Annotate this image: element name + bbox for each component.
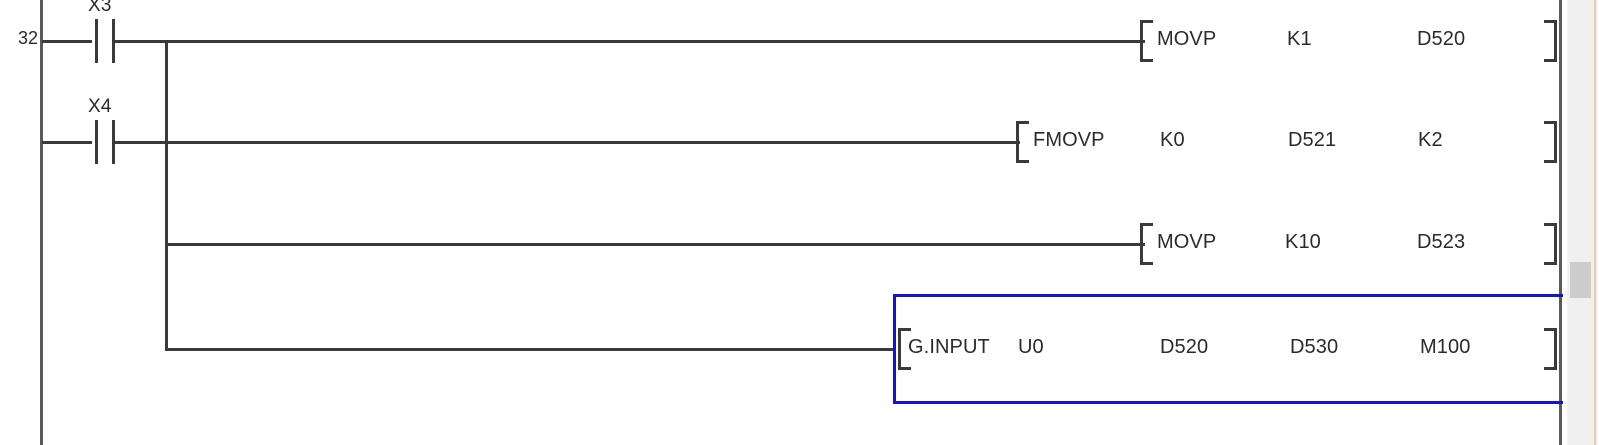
instruction-bracket-close-3: [1544, 223, 1557, 265]
scrollbar-thumb[interactable]: [1570, 262, 1591, 298]
instruction-bracket-open-2: [1016, 121, 1029, 163]
instruction-operand-4-3[interactable]: D530: [1290, 336, 1339, 358]
scrollbar-track[interactable]: [1567, 0, 1593, 445]
instruction-operand-3-2[interactable]: D523: [1417, 231, 1466, 253]
instruction-mnemonic-ginput-4[interactable]: G.INPUT: [908, 336, 990, 358]
instruction-operand-2-2[interactable]: D521: [1288, 129, 1337, 151]
left-power-rail: [40, 0, 43, 445]
instruction-operand-4-2[interactable]: D520: [1160, 336, 1209, 358]
vertical-scrollbar[interactable]: [1566, 0, 1599, 445]
contact-label-x3: X3: [88, 0, 112, 16]
wire-rail-to-contact-x3: [42, 40, 92, 43]
wire-contact-x4-to-fmovp: [115, 141, 1020, 144]
instruction-operand-4-4[interactable]: M100: [1420, 336, 1471, 358]
instruction-bracket-close-1: [1544, 20, 1557, 62]
ladder-diagram-canvas[interactable]: 32 X3 MOVP K1 D520 X4 FMOVP K0 D521 K2: [0, 0, 1563, 445]
wire-rail-to-contact-x4: [42, 141, 92, 144]
instruction-operand-2-3[interactable]: K2: [1418, 129, 1443, 151]
instruction-operand-4-1[interactable]: U0: [1018, 336, 1044, 358]
wire-contact-x3-to-movp: [115, 40, 1145, 43]
instruction-operand-1-1[interactable]: K1: [1287, 28, 1312, 50]
contact-bar-left: [95, 120, 98, 164]
instruction-mnemonic-fmovp-2[interactable]: FMOVP: [1033, 129, 1105, 151]
contact-bar-right: [112, 19, 115, 63]
rung-number: 32: [17, 28, 38, 48]
instruction-bracket-open-3: [1140, 223, 1153, 265]
contact-bar-left: [95, 19, 98, 63]
instruction-bracket-open-1: [1140, 20, 1153, 62]
instruction-bracket-open-4: [898, 328, 911, 370]
contact-x4[interactable]: [88, 120, 124, 164]
wire-branch-to-ginput-4: [165, 348, 895, 351]
wire-branch-to-movp-3: [165, 243, 1145, 246]
instruction-bracket-close-4: [1544, 328, 1557, 370]
contact-bar-right: [112, 120, 115, 164]
instruction-bracket-close-2: [1544, 121, 1557, 163]
scrollbar-edge: [1594, 0, 1596, 445]
scrollbar-outer-edge: [1597, 0, 1599, 445]
instruction-operand-1-2[interactable]: D520: [1417, 28, 1466, 50]
instruction-mnemonic-movp-3[interactable]: MOVP: [1157, 231, 1217, 253]
instruction-operand-3-1[interactable]: K10: [1285, 231, 1321, 253]
right-power-rail: [1559, 0, 1562, 445]
instruction-mnemonic-movp-1[interactable]: MOVP: [1157, 28, 1217, 50]
branch-vertical-wire: [165, 40, 168, 351]
instruction-operand-2-1[interactable]: K0: [1160, 129, 1185, 151]
contact-x3[interactable]: [88, 19, 124, 63]
contact-label-x4: X4: [88, 96, 112, 117]
